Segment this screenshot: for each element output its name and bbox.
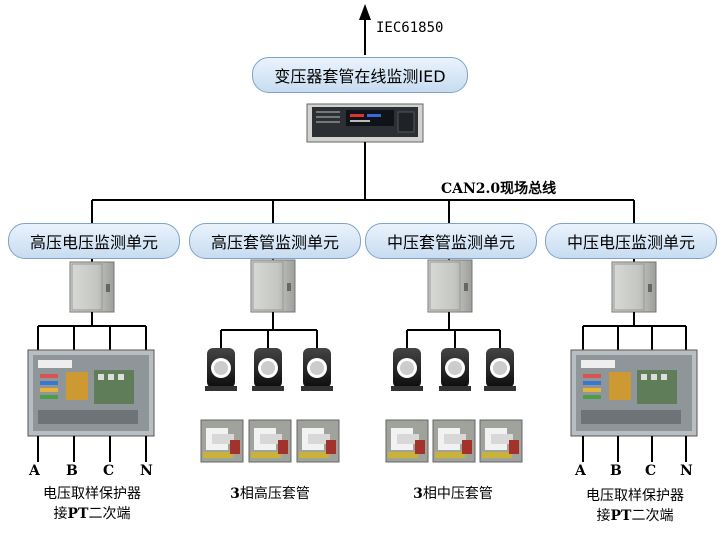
ct-sensor [301, 348, 333, 391]
voltage-left-leads [37, 436, 147, 462]
phase-label: B [610, 463, 622, 479]
unit-mv-bushing: 中压套管监测单元 [365, 223, 537, 259]
voltage-protector-right [570, 349, 698, 437]
bushing-photo [296, 419, 340, 463]
caption-text: 二次端 [631, 508, 674, 524]
phase-label: C [645, 463, 657, 479]
caption-text: 相高压套管 [239, 486, 310, 502]
branch-wiring [37, 312, 687, 350]
caption-line: 电压取样保护器 [43, 486, 141, 502]
bushing-photo [432, 419, 476, 463]
caption-text: PT [610, 508, 632, 524]
cabinet-hv-bushing [250, 259, 296, 313]
caption-right-voltage: 电压取样保护器 接PT二次端 [563, 486, 707, 526]
bushing-photo [385, 419, 429, 463]
ct-sensor [252, 348, 284, 391]
phase-label: C [103, 463, 115, 479]
ct-sensor [391, 348, 423, 391]
caption-text: 3 [230, 486, 240, 502]
cabinet-hv-voltage [69, 261, 115, 313]
ied-node: 变压器套管在线监测IED [252, 57, 468, 93]
caption-text: 接 [596, 508, 611, 524]
caption-text: 相中压套管 [422, 486, 493, 502]
voltage-protector-left [27, 349, 155, 437]
uplink-arrow [359, 4, 371, 55]
caption-line: 电压取样保护器 [586, 488, 684, 504]
bushing-photo [248, 419, 292, 463]
phase-label: N [140, 463, 153, 479]
voltage-right-leads [582, 436, 687, 462]
bus-label: CAN2.0现场总线 [441, 181, 557, 197]
caption-text: PT [67, 506, 89, 522]
unit-hv-voltage: 高压电压监测单元 [8, 223, 180, 259]
unit-hv-bushing: 高压套管监测单元 [189, 223, 361, 259]
caption-text: 二次端 [88, 506, 131, 522]
caption-text: 接 [53, 506, 68, 522]
bushing-photo [200, 419, 244, 463]
phase-label: A [575, 463, 586, 479]
ied-device-image [306, 103, 424, 143]
caption-left-voltage: 电压取样保护器 接PT二次端 [20, 484, 164, 524]
ct-sensor [439, 348, 471, 391]
phase-label: A [29, 463, 40, 479]
phase-label: B [66, 463, 78, 479]
ct-sensor [484, 348, 516, 391]
caption-hv-bushing: 3相高压套管 [205, 484, 335, 504]
unit-mv-voltage: 中压电压监测单元 [545, 223, 717, 259]
caption-text: 3 [413, 486, 423, 502]
caption-line: 接PT二次端 [20, 504, 164, 524]
protocol-label: IEC61850 [376, 20, 444, 36]
cabinet-mv-voltage [611, 261, 657, 313]
cabinet-mv-bushing [427, 259, 473, 313]
ct-sensor [205, 348, 237, 391]
phase-label: N [680, 463, 693, 479]
caption-line: 接PT二次端 [563, 506, 707, 526]
caption-mv-bushing: 3相中压套管 [388, 484, 518, 504]
bushing-photo [479, 419, 523, 463]
